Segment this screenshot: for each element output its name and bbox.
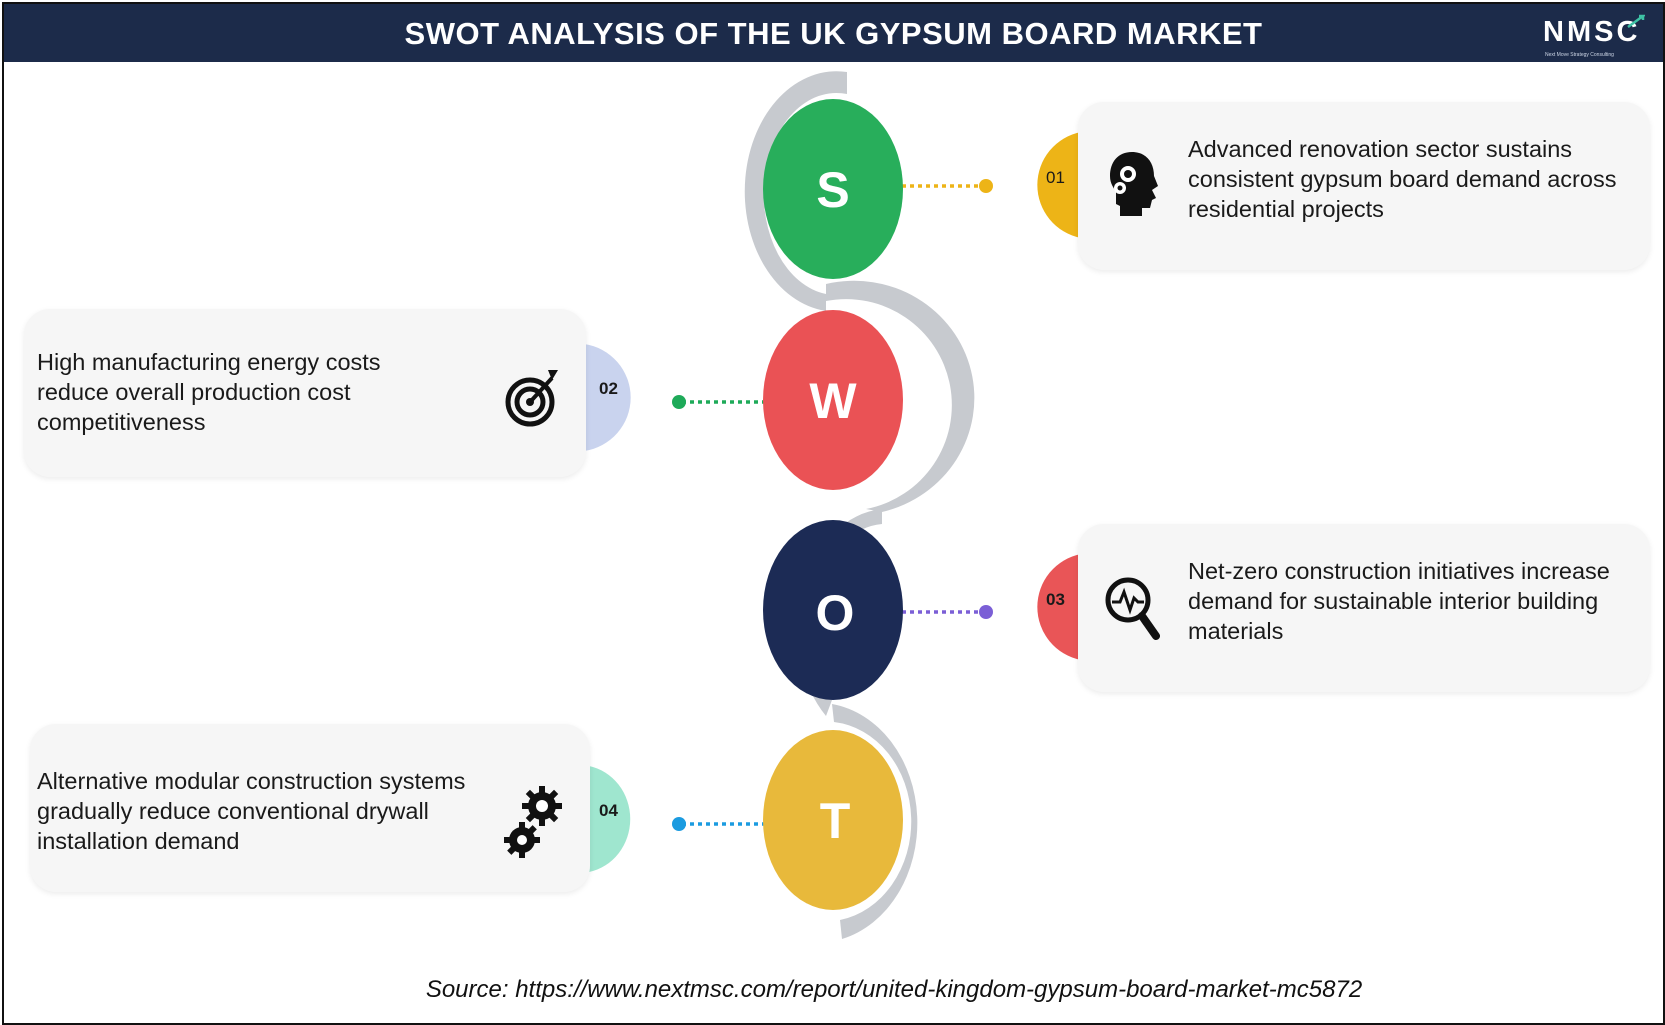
swot-letter-s: S: [816, 162, 849, 218]
card-text-strength: Advanced renovation sector sustains cons…: [1188, 136, 1617, 222]
magnifier-pulse-icon: [1105, 577, 1160, 640]
connector-dot-t: [672, 817, 686, 831]
target-icon: [505, 370, 558, 427]
number-tab-03: [1037, 554, 1081, 660]
logo-tagline: Next Move Strategy Consulting: [1545, 52, 1614, 58]
swot-diagram: S W O T: [584, 71, 1081, 939]
swot-letter-t: T: [820, 793, 851, 849]
nmsc-logo: NMSC Next Move Strategy Consulting: [1535, 12, 1645, 58]
logo-arrow-icon: [1627, 14, 1645, 28]
ribbon-arc-w: [826, 280, 975, 512]
number-label-01: 01: [1046, 168, 1065, 187]
gears-icon: [504, 786, 562, 858]
number-tab-04: [589, 766, 631, 872]
swot-circle-s: [763, 99, 903, 279]
connector-dot-o: [979, 605, 993, 619]
card-opportunity: Net-zero construction initiatives increa…: [1078, 524, 1650, 692]
connector-dot-s: [979, 179, 993, 193]
swot-circle-t: [763, 730, 903, 910]
number-label-04: 04: [599, 801, 618, 820]
card-weakness: High manufacturing energy costs reduce o…: [24, 309, 586, 477]
swot-letter-o: O: [816, 585, 855, 641]
number-tab-01: [1037, 132, 1081, 238]
head-gears-icon: [1110, 152, 1158, 216]
page-title: SWOT ANALYSIS OF THE UK GYPSUM BOARD MAR…: [404, 16, 1263, 51]
logo-text: NMSC: [1543, 16, 1641, 48]
number-tab-02: [584, 344, 631, 451]
ribbon-arc-t: [832, 704, 918, 939]
swot-circle-w: [763, 310, 903, 490]
card-text-threat: Alternative modular construction systems…: [37, 768, 466, 854]
card-text-weakness: High manufacturing energy costs reduce o…: [37, 349, 381, 435]
swot-letter-w: W: [809, 373, 857, 429]
swot-circle-o: [763, 520, 903, 700]
number-label-02: 02: [599, 379, 618, 398]
card-threat: Alternative modular construction systems…: [30, 724, 590, 892]
connector-dot-w: [672, 395, 686, 409]
number-label-03: 03: [1046, 590, 1065, 609]
card-text-opportunity: Net-zero construction initiatives increa…: [1188, 558, 1610, 644]
card-strength: Advanced renovation sector sustains cons…: [1078, 102, 1650, 270]
header-bar: SWOT ANALYSIS OF THE UK GYPSUM BOARD MAR…: [4, 4, 1663, 62]
source-citation: Source: https://www.nextmsc.com/report/u…: [425, 976, 1363, 1003]
ribbon-arc-s: [744, 71, 847, 312]
